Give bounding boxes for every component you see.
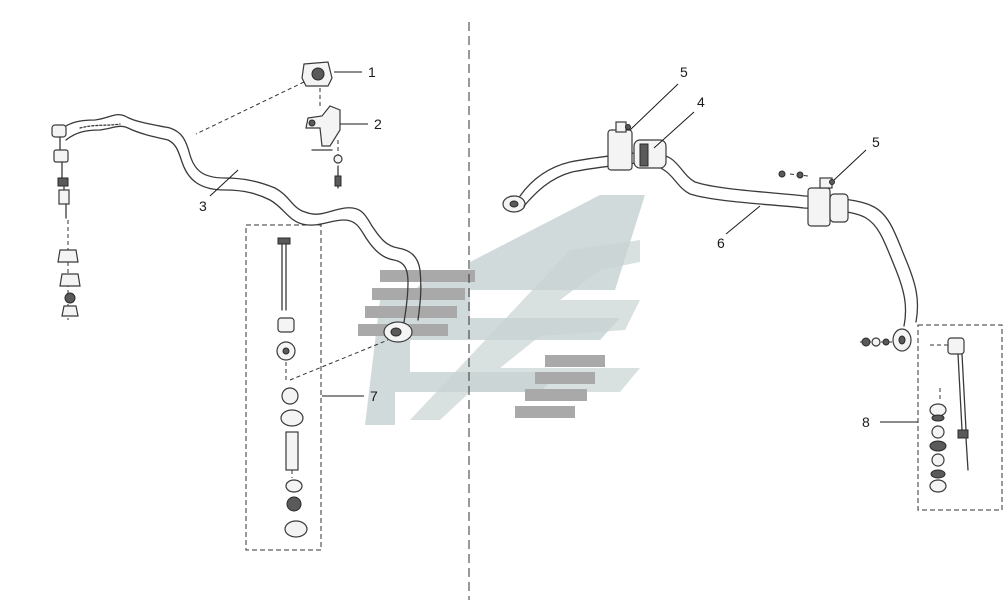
- end-link-left: [51, 124, 81, 320]
- link-kit-rear-components: [929, 337, 969, 493]
- leader-lines: [209, 71, 918, 423]
- stabilizer-bar-rear: [502, 152, 919, 352]
- link-kit-box-rear: [917, 324, 1003, 511]
- stabilizer-bar-front: [59, 114, 422, 343]
- callout-5-right: 5: [872, 134, 880, 150]
- clamp-bushing: [195, 61, 333, 135]
- callout-1: 1: [368, 64, 376, 80]
- callout-3: 3: [199, 198, 207, 214]
- callout-8: 8: [862, 414, 870, 430]
- callout-numbers: 1 2 3 7 5 4 5 6 8: [199, 64, 880, 430]
- callout-2: 2: [374, 116, 382, 132]
- bar-clamp-rear-left: [607, 121, 667, 171]
- link-kit-components: [276, 237, 389, 538]
- link-kit-box: [245, 224, 322, 551]
- bar-clamp-rear-right: [778, 170, 849, 227]
- callout-7: 7: [370, 388, 378, 404]
- callout-6: 6: [717, 235, 725, 251]
- callout-5-left: 5: [680, 64, 688, 80]
- callout-4: 4: [697, 94, 705, 110]
- mounting-bracket: [305, 105, 343, 189]
- watermark-logo: [358, 195, 645, 425]
- end-hardware-rear: [860, 337, 894, 347]
